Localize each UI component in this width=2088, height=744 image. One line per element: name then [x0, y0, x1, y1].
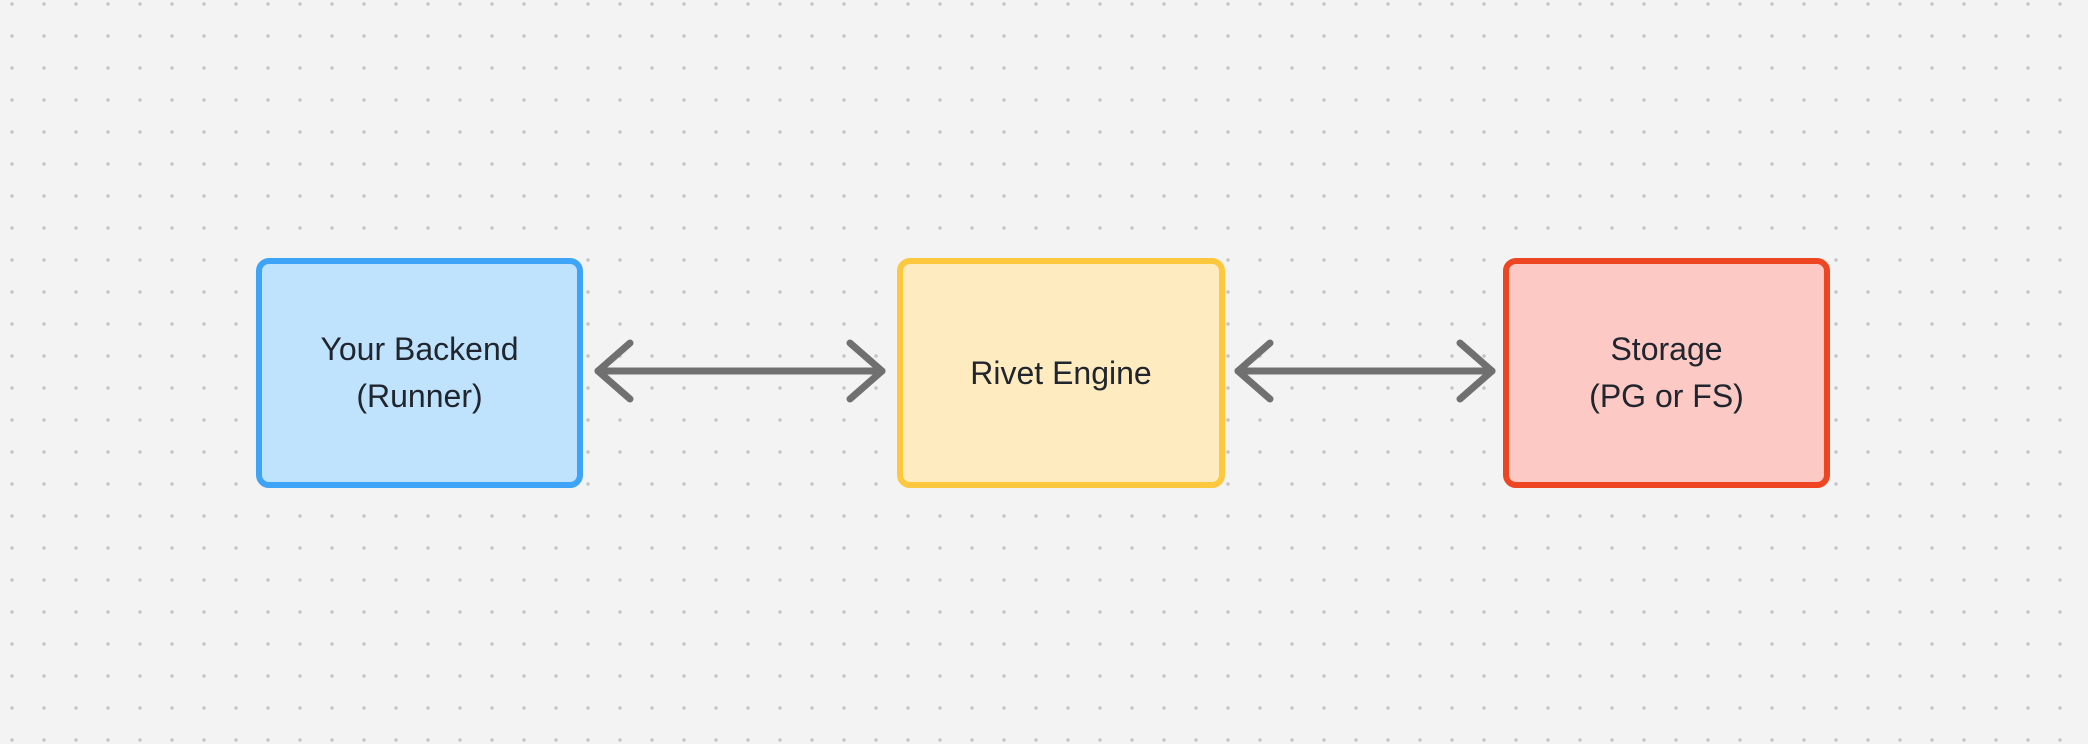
- double-arrow-backend-engine: [594, 339, 886, 403]
- node-storage-label-line-1: Storage: [1610, 331, 1723, 367]
- node-your-backend: Your Backend (Runner): [256, 258, 583, 488]
- node-your-backend-label-line-1: Your Backend: [320, 331, 519, 367]
- node-rivet-engine: Rivet Engine: [897, 258, 1225, 488]
- node-your-backend-label-line-2: (Runner): [356, 378, 483, 414]
- node-storage-label-line-2: (PG or FS): [1589, 378, 1744, 414]
- node-rivet-engine-label: Rivet Engine: [970, 354, 1152, 391]
- arrowhead-right-icon: [1456, 339, 1496, 403]
- node-storage: Storage (PG or FS): [1503, 258, 1830, 488]
- arrowhead-left-icon: [594, 339, 634, 403]
- double-arrow-engine-storage: [1234, 339, 1496, 403]
- arrowhead-left-icon: [1234, 339, 1274, 403]
- arrowhead-right-icon: [846, 339, 886, 403]
